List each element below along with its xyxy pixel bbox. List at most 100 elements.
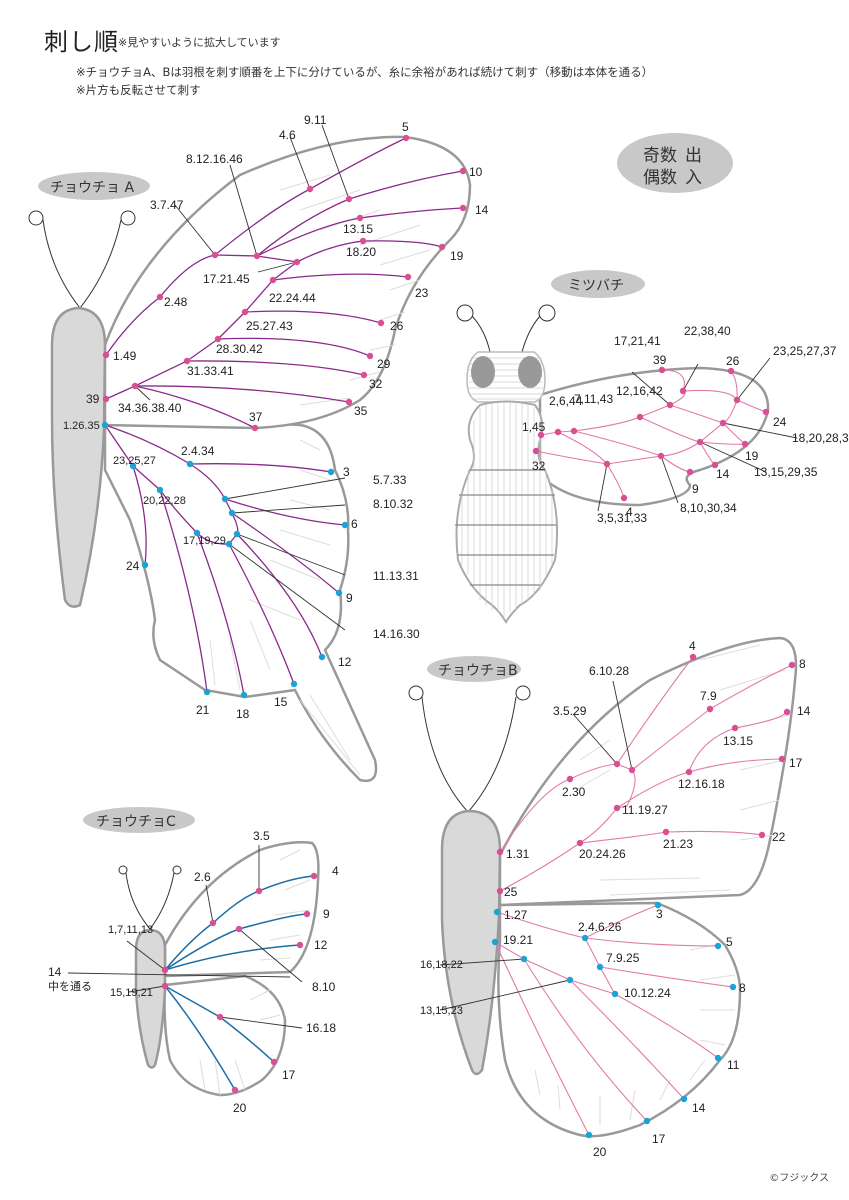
label: 5 bbox=[726, 935, 733, 949]
bee-name: ミツバチ bbox=[568, 278, 624, 294]
label: 4 bbox=[626, 505, 633, 519]
label: 14 bbox=[797, 704, 811, 718]
label: 31.33.41 bbox=[187, 364, 234, 378]
label: 3 bbox=[343, 465, 350, 479]
label: 1,7,11,13 bbox=[108, 924, 153, 936]
label: 14 bbox=[692, 1101, 706, 1115]
antenna-icon bbox=[456, 304, 556, 353]
label: 11 bbox=[727, 1058, 740, 1072]
butterfly-a: チョウチョ A bbox=[28, 113, 489, 783]
lower-wing bbox=[103, 421, 378, 783]
label: 9 bbox=[346, 591, 353, 605]
leader-lines bbox=[67, 845, 303, 1029]
label: 3,5,31,33 bbox=[597, 511, 647, 525]
label: 16.18 bbox=[306, 1021, 336, 1035]
note-mirror: ※片方も反転させて刺す bbox=[76, 83, 201, 97]
upper-wing-labels: 4 8 6.10.28 7.9 3.5.29 14 13.15 12.16.18… bbox=[504, 639, 811, 899]
label: 13.15 bbox=[723, 734, 753, 748]
label: 20,22,28 bbox=[143, 495, 186, 507]
label: 1.26.35 bbox=[63, 420, 100, 432]
label: 2.6 bbox=[194, 870, 211, 884]
antenna-icon bbox=[408, 685, 531, 813]
label: 11.19.27 bbox=[622, 803, 668, 817]
label: 2.48 bbox=[164, 295, 188, 309]
label: 28.30.42 bbox=[216, 342, 263, 356]
label: 15 bbox=[274, 695, 288, 709]
label: 24 bbox=[773, 415, 787, 429]
page-subtitle: ※見やすいように拡大しています bbox=[118, 36, 281, 49]
label: 1,45 bbox=[522, 420, 546, 434]
label: 3.5 bbox=[253, 829, 270, 843]
label: 10 bbox=[469, 165, 483, 179]
label: 13.15 bbox=[343, 222, 373, 236]
label: 32 bbox=[532, 459, 546, 473]
butterfly-c-name: チョウチョC bbox=[96, 814, 176, 830]
label: 12,16,42 bbox=[616, 384, 663, 398]
label: 39 bbox=[653, 353, 667, 367]
lower-wing bbox=[163, 974, 287, 1097]
labels: 3.5 4 2.6 9 1,7,11,13 12 14 中を通る 8.10 15… bbox=[48, 829, 339, 1115]
bee-name-pill bbox=[551, 270, 645, 298]
lower-wing-veins bbox=[494, 904, 734, 1136]
label: 4 bbox=[332, 864, 339, 878]
label: 19 bbox=[450, 249, 464, 263]
label: 29 bbox=[377, 357, 391, 371]
label: 14 bbox=[716, 467, 730, 481]
label: 21 bbox=[196, 703, 210, 717]
legend-background bbox=[617, 133, 733, 193]
label: 1.31 bbox=[506, 847, 530, 861]
label: 22 bbox=[772, 830, 786, 844]
label: 17 bbox=[282, 1068, 296, 1082]
label: 14 bbox=[475, 203, 489, 217]
head-stripes bbox=[469, 357, 543, 400]
label: 4 bbox=[689, 639, 696, 653]
label: 14 bbox=[48, 965, 62, 979]
copyright-credit: ©フジックス bbox=[769, 1173, 829, 1184]
body bbox=[50, 306, 107, 608]
leader-lines bbox=[439, 680, 633, 1011]
lower-wing-labels: 1.27 3 2.4.6.26 19.21 5 7.9.25 16,18,22 … bbox=[420, 907, 746, 1159]
label: 22,38,40 bbox=[684, 324, 731, 338]
legend-even-action: 入 bbox=[685, 168, 702, 188]
butterfly-b-name: チョウチョB bbox=[438, 663, 518, 679]
label: 8.10.32 bbox=[373, 497, 413, 511]
label: 14.16.30 bbox=[373, 627, 420, 641]
label: 26 bbox=[390, 319, 404, 333]
label: 9.11 bbox=[304, 113, 327, 127]
label: 20.24.26 bbox=[579, 847, 626, 861]
bee-wing bbox=[538, 366, 770, 507]
label: 17,21,41 bbox=[614, 334, 661, 348]
upper-wing bbox=[498, 636, 798, 907]
label: 18.20 bbox=[346, 245, 376, 259]
legend: 奇数 出 偶数 入 bbox=[617, 133, 733, 193]
label: 21.23 bbox=[663, 837, 693, 851]
leader-lines bbox=[597, 357, 798, 512]
leader-lines bbox=[134, 124, 350, 631]
label: 35 bbox=[354, 404, 368, 418]
label: 20 bbox=[593, 1145, 607, 1159]
bee-eye-right bbox=[518, 356, 542, 388]
bee: ミツバチ bbox=[455, 270, 849, 624]
label: 4.6 bbox=[279, 128, 296, 142]
label: 20 bbox=[233, 1101, 247, 1115]
label: 1.49 bbox=[113, 349, 137, 363]
label: 12 bbox=[338, 655, 352, 669]
butterfly-a-name-pill bbox=[38, 172, 150, 200]
upper-wing-labels: 5 4.6 9.11 8.12.16.46 10 14 3.7.47 13.15… bbox=[86, 113, 489, 424]
legend-odd-action: 出 bbox=[685, 146, 702, 166]
label: 7.9.25 bbox=[606, 951, 640, 965]
antenna-icon bbox=[28, 210, 136, 309]
label: 15,19,21 bbox=[110, 987, 153, 999]
page-title: 刺し順 bbox=[44, 28, 119, 56]
label: 16,18,22 bbox=[420, 959, 463, 971]
label: 7,11,43 bbox=[574, 392, 613, 406]
label: 37 bbox=[249, 410, 263, 424]
label: 39 bbox=[86, 392, 100, 406]
antenna-icon bbox=[118, 865, 182, 930]
label: 5 bbox=[402, 120, 409, 134]
label: 23,25,27,37 bbox=[773, 344, 837, 358]
label: 34.36.38.40 bbox=[118, 401, 182, 415]
label: 9 bbox=[323, 907, 330, 921]
label: 3.5.29 bbox=[553, 704, 587, 718]
